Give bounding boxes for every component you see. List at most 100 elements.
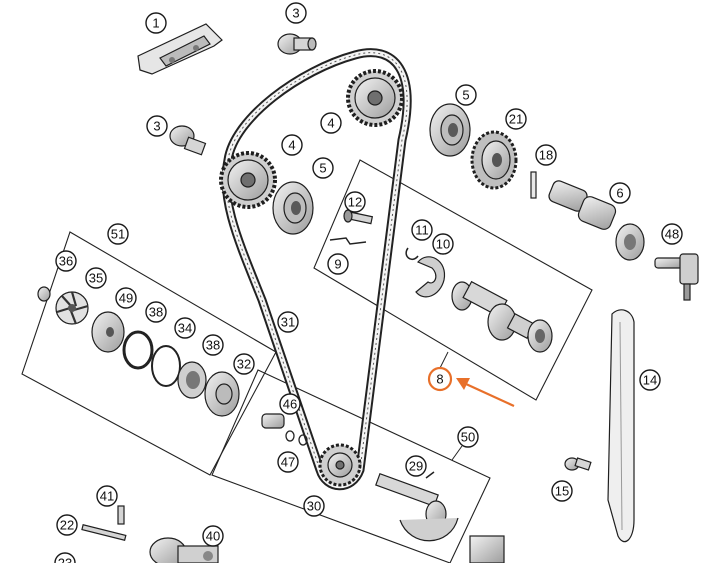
svg-text:46: 46 [283, 397, 297, 412]
bearing-upper [429, 103, 471, 157]
group-box-51 [21, 231, 277, 476]
callout-38-lower[interactable]: 38 [202, 334, 224, 356]
svg-text:18: 18 [539, 148, 553, 163]
callout-15[interactable]: 15 [551, 480, 573, 502]
callout-30[interactable]: 30 [303, 495, 325, 517]
svg-text:21: 21 [509, 112, 523, 127]
svg-text:10: 10 [436, 237, 450, 252]
sprocket-crank [318, 443, 362, 487]
pin-46 [261, 413, 285, 429]
callout-41[interactable]: 41 [96, 485, 118, 507]
callout-40[interactable]: 40 [202, 525, 224, 547]
svg-text:41: 41 [100, 489, 114, 504]
callout-22[interactable]: 22 [56, 514, 78, 536]
seal-38b [177, 361, 207, 399]
callout-51[interactable]: 51 [107, 223, 129, 245]
callout-47[interactable]: 47 [277, 451, 299, 473]
clip-11 [405, 247, 419, 260]
callout-3-left[interactable]: 3 [146, 115, 168, 137]
callout-35[interactable]: 35 [85, 267, 107, 289]
svg-text:50: 50 [461, 430, 475, 445]
callout-5-upper[interactable]: 5 [455, 84, 477, 106]
camshaft-6 [548, 180, 645, 261]
gear-bottom-right [469, 535, 505, 563]
callout-3-top[interactable]: 3 [285, 2, 307, 24]
svg-text:9: 9 [334, 257, 341, 272]
callout-50[interactable]: 50 [457, 426, 479, 448]
guide-rail-14 [607, 309, 635, 543]
pump-40 [149, 537, 219, 563]
callout-1[interactable]: 1 [145, 12, 167, 34]
gear-21 [470, 130, 518, 190]
callout-4-left[interactable]: 4 [281, 134, 303, 156]
callout-8[interactable]: 8 [427, 366, 453, 392]
pin-18 [530, 171, 537, 199]
callout-10[interactable]: 10 [432, 233, 454, 255]
svg-text:3: 3 [292, 6, 299, 21]
sprocket-upper [346, 69, 404, 127]
svg-text:15: 15 [555, 484, 569, 499]
callout-11[interactable]: 11 [411, 219, 433, 241]
leader-lines [109, 235, 463, 461]
orings-47 [285, 430, 308, 446]
callout-18[interactable]: 18 [535, 144, 557, 166]
bearing-left [272, 181, 314, 235]
bolt-41 [117, 505, 125, 525]
callout-23[interactable]: 23 [54, 552, 76, 563]
svg-text:34: 34 [178, 321, 192, 336]
callout-38-upper[interactable]: 38 [145, 301, 167, 323]
svg-text:12: 12 [348, 195, 362, 210]
bearing-32 [204, 371, 240, 417]
svg-text:47: 47 [281, 455, 295, 470]
callout-4-upper[interactable]: 4 [320, 112, 342, 134]
svg-text:30: 30 [307, 499, 321, 514]
svg-text:29: 29 [409, 459, 423, 474]
svg-text:1: 1 [152, 16, 159, 31]
callout-14[interactable]: 14 [639, 369, 661, 391]
bolt-15 [564, 457, 592, 471]
svg-text:22: 22 [60, 518, 74, 533]
callout-6[interactable]: 6 [609, 182, 631, 204]
svg-text:5: 5 [319, 161, 326, 176]
camshaft-decomp [451, 280, 553, 353]
sensor-48 [654, 253, 699, 301]
callout-36[interactable]: 36 [55, 250, 77, 272]
callout-34[interactable]: 34 [174, 317, 196, 339]
svg-text:11: 11 [415, 223, 429, 238]
lever-10 [415, 256, 446, 298]
bolt-3-top [277, 33, 317, 55]
bolt-22 [81, 524, 127, 541]
group-box-50 [211, 369, 491, 563]
bracket-1 [137, 23, 223, 75]
group-box-8 [313, 159, 593, 401]
callout-12[interactable]: 12 [344, 191, 366, 213]
svg-text:3: 3 [153, 119, 160, 134]
svg-text:38: 38 [206, 338, 220, 353]
callout-48[interactable]: 48 [661, 223, 683, 245]
svg-text:32: 32 [237, 357, 251, 372]
callout-46[interactable]: 46 [279, 393, 301, 415]
timing-chain [221, 48, 412, 491]
svg-text:35: 35 [89, 271, 103, 286]
svg-text:5: 5 [462, 88, 469, 103]
callout-49[interactable]: 49 [115, 287, 137, 309]
svg-text:49: 49 [119, 291, 133, 306]
callout-9[interactable]: 9 [327, 253, 349, 275]
callout-32[interactable]: 32 [233, 353, 255, 375]
sprocket-left [219, 151, 277, 209]
screw-12 [343, 209, 374, 225]
spring-9 [329, 237, 367, 245]
callout-21[interactable]: 21 [505, 108, 527, 130]
ring-38a [122, 330, 154, 370]
svg-text:4: 4 [327, 116, 334, 131]
callout-5-left[interactable]: 5 [312, 157, 334, 179]
circlip-34 [151, 345, 181, 387]
bolt-3-left [169, 125, 207, 156]
callout-29[interactable]: 29 [405, 455, 427, 477]
svg-text:23: 23 [58, 556, 72, 563]
svg-text:48: 48 [665, 227, 679, 242]
callout-31[interactable]: 31 [277, 311, 299, 333]
svg-text:31: 31 [281, 315, 295, 330]
highlight-arrow [456, 378, 515, 407]
